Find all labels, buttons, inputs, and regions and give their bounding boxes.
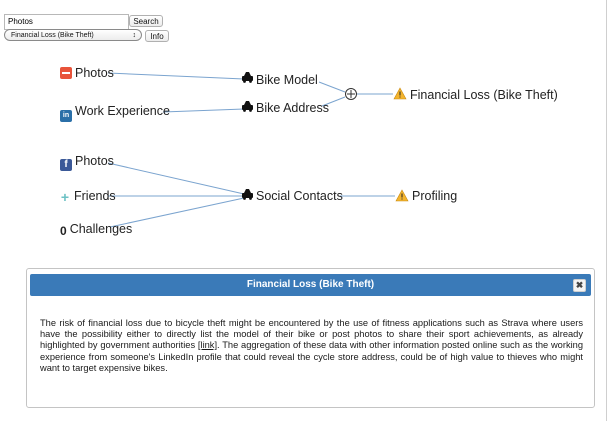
node-bike-model[interactable]: Bike Model xyxy=(256,73,318,87)
edge-work-bikeaddress xyxy=(162,108,245,113)
car-icon xyxy=(242,72,253,83)
car-icon xyxy=(242,101,253,112)
node-photos-top[interactable]: Photos xyxy=(60,66,114,80)
node-bike-address[interactable]: Bike Address xyxy=(256,101,329,115)
strava-zero-icon: 0 xyxy=(60,224,67,238)
node-label: Friends xyxy=(74,189,116,203)
friends-plus-icon: + xyxy=(60,189,70,205)
node-label: Financial Loss (Bike Theft) xyxy=(410,88,558,102)
car-icon xyxy=(242,189,253,200)
graph-canvas xyxy=(107,72,409,228)
node-label: Work Experience xyxy=(75,104,170,118)
edge-bikeaddress-combine xyxy=(321,96,346,107)
panel-description: The risk of financial loss due to bicycl… xyxy=(40,318,583,374)
select-arrows-icon: ↕ xyxy=(132,32,137,39)
node-social-contacts[interactable]: Social Contacts xyxy=(256,189,343,203)
edge-bikemodel-combine xyxy=(318,81,346,93)
search-button[interactable]: Search xyxy=(129,15,163,27)
warning-icon xyxy=(395,189,409,202)
edge-photos-social xyxy=(107,162,245,195)
photos-icon xyxy=(60,67,72,79)
linkedin-icon: in xyxy=(60,110,72,122)
info-panel: Financial Loss (Bike Theft) ✖ The risk o… xyxy=(26,268,595,408)
node-label: Photos xyxy=(75,154,114,168)
close-icon[interactable]: ✖ xyxy=(573,279,586,292)
node-label: Social Contacts xyxy=(256,189,343,203)
node-friends[interactable]: + Friends xyxy=(59,189,116,205)
scenario-select[interactable]: Financial Loss (Bike Theft) ↕ xyxy=(4,29,142,41)
edge-photos-bikemodel xyxy=(107,72,245,80)
node-label: Bike Address xyxy=(256,101,329,115)
panel-title: Financial Loss (Bike Theft) xyxy=(246,279,375,290)
panel-header: Financial Loss (Bike Theft) ✖ xyxy=(30,274,591,296)
scenario-select-value: Financial Loss (Bike Theft) xyxy=(11,32,94,39)
node-label: Profiling xyxy=(412,189,458,203)
node-label: Challenges xyxy=(69,222,133,236)
panel-text-part2: . The aggregation of these data with oth… xyxy=(40,340,583,373)
info-button[interactable]: Info xyxy=(145,30,169,42)
node-label: Bike Model xyxy=(256,73,318,87)
warning-icon xyxy=(393,87,407,100)
edge-challenges-social xyxy=(109,197,245,228)
panel-text-part1: The risk of financial loss due to bicycl… xyxy=(40,318,583,351)
node-label: Photos xyxy=(75,66,114,80)
graph-edges xyxy=(107,72,395,228)
node-financial-loss[interactable]: Financial Loss (Bike Theft) xyxy=(410,88,558,102)
panel-link[interactable]: [link] xyxy=(197,340,218,351)
circle-plus-icon xyxy=(345,88,357,100)
node-profiling[interactable]: Profiling xyxy=(412,189,457,203)
facebook-icon: f xyxy=(60,159,72,171)
